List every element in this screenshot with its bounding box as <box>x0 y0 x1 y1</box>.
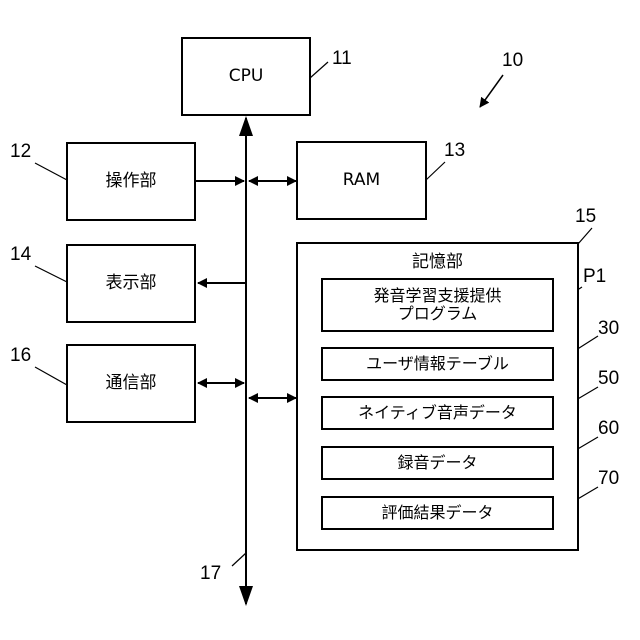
display-label: 表示部 <box>106 274 157 293</box>
ram-label: RAM <box>343 171 380 190</box>
storage-item-native-audio-data: ネイティブ音声データ <box>321 396 554 430</box>
program-label-line1: 発音学習支援提供 <box>373 287 501 305</box>
operation-block: 操作部 <box>66 142 196 221</box>
program-label-line2: プログラム <box>398 305 478 323</box>
operation-label: 操作部 <box>106 172 157 191</box>
user-info-table-label: ユーザ情報テーブル <box>366 355 509 373</box>
bus-arrow-up-to-cpu <box>239 116 253 136</box>
cpu-block: CPU <box>181 37 311 116</box>
leader-line-16 <box>35 367 67 385</box>
communication-label: 通信部 <box>106 374 157 393</box>
native-audio-data-label: ネイティブ音声データ <box>358 404 517 422</box>
storage-item-evaluation-result-data: 評価結果データ <box>321 496 554 530</box>
system-ref-arrow <box>480 75 503 107</box>
recording-data-label: 録音データ <box>397 454 477 472</box>
leader-line-17 <box>232 553 246 566</box>
storage-item-user-info-table: ユーザ情報テーブル <box>321 347 554 381</box>
ram-ref-number: 13 <box>444 140 465 162</box>
storage-label: 記憶部 <box>412 253 463 272</box>
operation-ref-number: 12 <box>10 141 31 163</box>
bus-arrow-down <box>239 586 253 606</box>
evaluation-result-data-label: 評価結果データ <box>381 504 493 522</box>
leader-line-14 <box>35 266 67 282</box>
system-ref-number: 10 <box>502 50 523 72</box>
evaluation-result-data-ref-number: 70 <box>598 468 619 490</box>
leader-line-13 <box>426 162 445 180</box>
storage-item-recording-data: 録音データ <box>321 446 554 480</box>
display-ref-number: 14 <box>10 244 31 266</box>
user-info-table-ref-number: 30 <box>598 318 619 340</box>
storage-item-program: 発音学習支援提供 プログラム <box>321 278 554 332</box>
storage-ref-number: 15 <box>575 206 596 228</box>
leader-line-15 <box>578 228 592 244</box>
bus-ref-number: 17 <box>200 563 221 585</box>
display-block: 表示部 <box>66 244 196 323</box>
leader-line-11 <box>310 62 328 78</box>
leader-line-12 <box>35 163 67 180</box>
communication-block: 通信部 <box>66 344 196 423</box>
cpu-ref-number: 11 <box>332 48 352 70</box>
ram-block: RAM <box>296 141 427 220</box>
cpu-label: CPU <box>229 67 264 86</box>
recording-data-ref-number: 60 <box>598 418 619 440</box>
native-audio-data-ref-number: 50 <box>598 368 619 390</box>
communication-ref-number: 16 <box>10 345 31 367</box>
program-ref-number: P1 <box>583 266 606 288</box>
